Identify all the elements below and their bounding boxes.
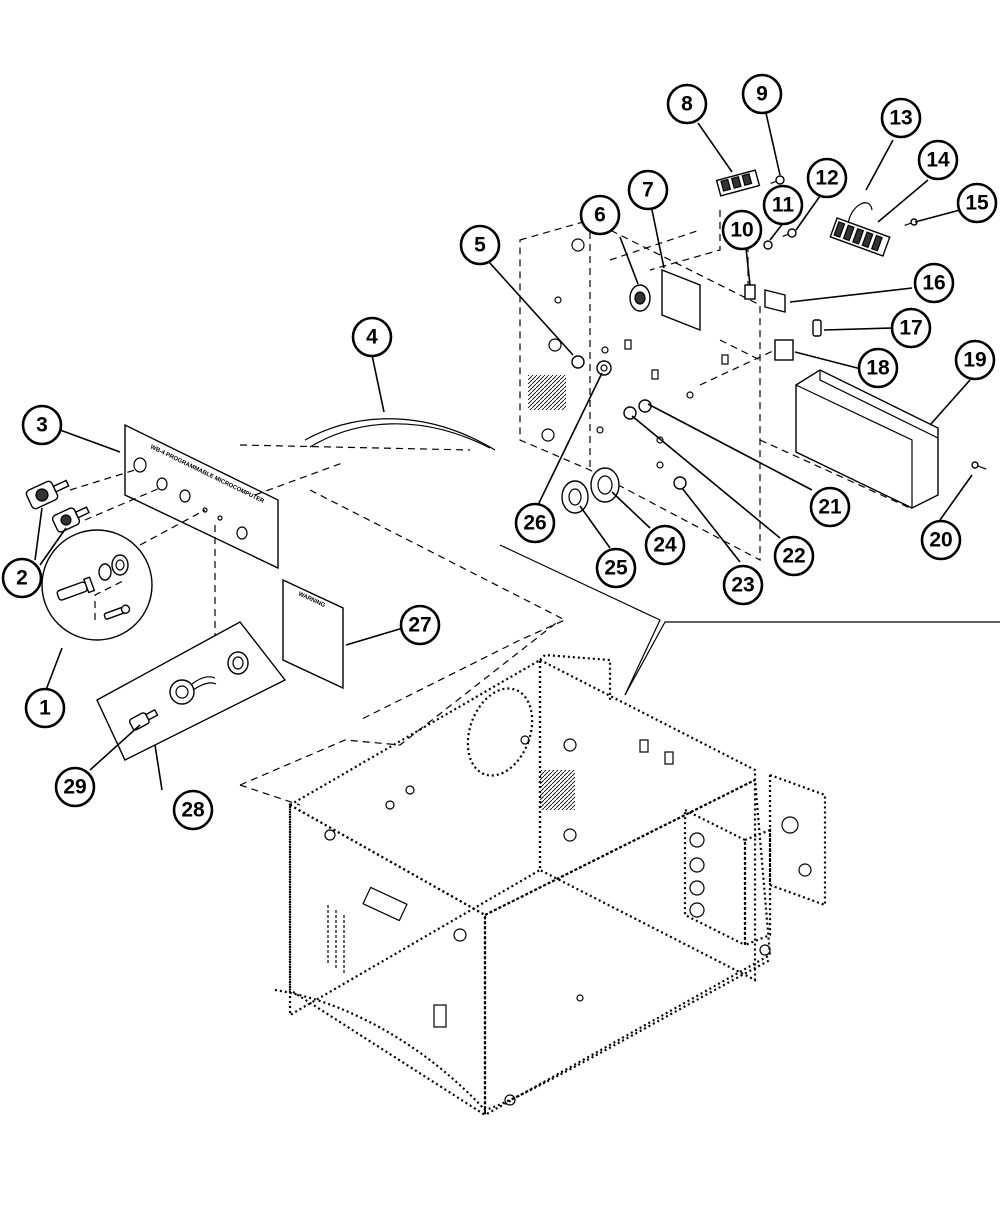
callout-18: 18 xyxy=(857,347,899,389)
svg-text:11: 11 xyxy=(772,194,795,217)
callout-29: 29 xyxy=(54,766,96,808)
callout-4: 4 xyxy=(351,316,393,358)
svg-text:20: 20 xyxy=(929,529,952,552)
svg-text:18: 18 xyxy=(866,357,890,380)
callout-9: 9 xyxy=(741,73,783,115)
callout-23: 23 xyxy=(722,564,764,606)
detail-circle xyxy=(41,529,153,641)
callout-17: 17 xyxy=(890,307,932,349)
key-switch-box xyxy=(96,621,287,761)
detail-panel-inset xyxy=(499,219,1000,696)
svg-text:13: 13 xyxy=(889,107,912,130)
jack-connectors xyxy=(25,479,90,533)
svg-text:6: 6 xyxy=(594,204,606,227)
svg-text:1: 1 xyxy=(39,697,51,720)
svg-text:9: 9 xyxy=(756,83,768,106)
svg-text:17: 17 xyxy=(899,317,922,340)
svg-text:25: 25 xyxy=(604,557,628,580)
svg-text:21: 21 xyxy=(818,496,842,519)
svg-text:5: 5 xyxy=(474,234,486,257)
svg-text:29: 29 xyxy=(63,776,86,799)
callout-13: 13 xyxy=(880,97,922,139)
callout-10: 10 xyxy=(721,209,763,251)
warning-decal: WARNING xyxy=(282,578,344,690)
callout-14: 14 xyxy=(917,139,959,181)
callout-16: 16 xyxy=(913,262,955,304)
callout-11: 11 xyxy=(762,184,804,226)
callout-24: 24 xyxy=(644,524,686,566)
callout-6: 6 xyxy=(579,194,621,236)
svg-text:28: 28 xyxy=(181,799,205,822)
callout-7: 7 xyxy=(627,169,669,211)
callout-21: 21 xyxy=(809,486,851,528)
svg-text:8: 8 xyxy=(681,93,693,116)
svg-text:3: 3 xyxy=(36,414,48,437)
svg-text:14: 14 xyxy=(926,149,950,172)
svg-text:19: 19 xyxy=(963,349,986,372)
wire-harness xyxy=(239,418,567,721)
callout-8: 8 xyxy=(666,83,708,125)
svg-text:4: 4 xyxy=(366,326,378,349)
svg-text:26: 26 xyxy=(523,512,546,535)
cabinet-holes xyxy=(324,735,771,1106)
callout-19: 19 xyxy=(954,339,996,381)
callout-20: 20 xyxy=(920,519,962,561)
callout-26: 26 xyxy=(514,502,556,544)
svg-text:24: 24 xyxy=(653,534,677,557)
callout-3: 3 xyxy=(21,404,63,446)
leader-lines xyxy=(34,112,973,791)
svg-text:7: 7 xyxy=(642,179,654,202)
callout-2: 2 xyxy=(1,557,43,599)
upper-right-parts xyxy=(561,169,987,514)
callout-15: 15 xyxy=(956,182,998,224)
callout-25: 25 xyxy=(595,547,637,589)
callout-28: 28 xyxy=(172,789,214,831)
svg-text:23: 23 xyxy=(731,574,754,597)
cabinet-housing xyxy=(239,619,827,1118)
svg-text:16: 16 xyxy=(922,272,945,295)
svg-text:10: 10 xyxy=(730,219,753,242)
callout-1: 1 xyxy=(24,687,66,729)
vent-slots xyxy=(327,770,575,975)
callout-27: 27 xyxy=(399,604,441,646)
svg-text:12: 12 xyxy=(815,167,838,190)
callout-12: 12 xyxy=(806,157,848,199)
svg-text:27: 27 xyxy=(408,614,431,637)
svg-text:15: 15 xyxy=(965,192,989,215)
front-plate: WB-4 PROGRAMMABLE MICROCOMPUTER xyxy=(69,423,279,680)
svg-text:2: 2 xyxy=(16,567,28,590)
callout-22: 22 xyxy=(773,535,815,577)
callout-5: 5 xyxy=(459,224,501,266)
svg-text:22: 22 xyxy=(782,545,805,568)
bracket-holes xyxy=(689,816,812,918)
